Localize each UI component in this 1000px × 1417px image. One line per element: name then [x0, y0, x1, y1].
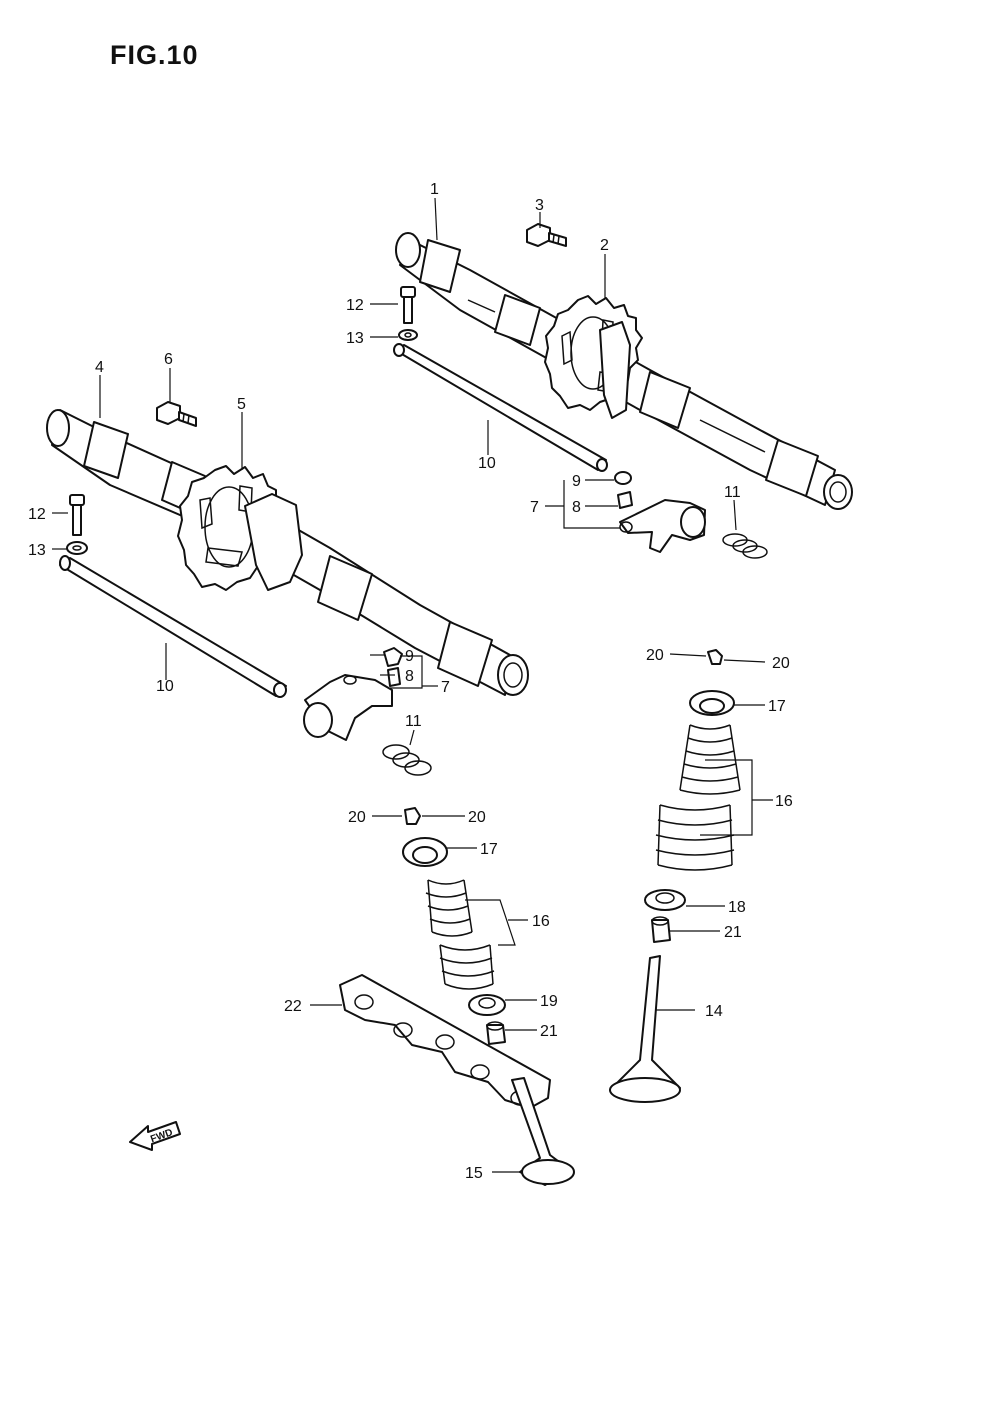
callout-4: 4 — [95, 359, 104, 376]
spring-11-lower — [382, 744, 432, 776]
rocker-shaft-upper — [393, 343, 608, 472]
cam-sprocket-lower — [177, 465, 303, 591]
valve-stem-seal-21-right — [651, 916, 671, 943]
callout-14: 14 — [705, 1003, 723, 1020]
valve-spring-seat-18 — [644, 889, 686, 911]
fwd-marker: FWD — [129, 1121, 181, 1151]
leader-lines — [52, 197, 773, 1173]
callout-20-right-b: 20 — [772, 655, 790, 672]
valve-cotter-20-left — [404, 807, 421, 825]
valve-retainer-17-right — [689, 690, 735, 716]
callout-18: 18 — [728, 899, 746, 916]
callout-20-left-a: 20 — [348, 809, 366, 826]
bolt-12-lower — [66, 494, 88, 555]
callout-7-upper: 7 — [530, 499, 539, 516]
spring-11-upper — [722, 533, 768, 559]
callout-17-right: 17 — [768, 698, 786, 715]
callout-1: 1 — [430, 181, 439, 198]
callout-labels: 1 2 3 4 5 6 7 7 8 8 9 9 10 10 11 11 12 1… — [28, 181, 793, 1182]
forward-arrow-icon — [129, 1121, 181, 1151]
callout-12-upper: 12 — [346, 297, 364, 314]
bolt-6 — [156, 401, 197, 427]
callout-11-lower: 11 — [405, 713, 422, 730]
valve-spring-seat-19 — [468, 994, 506, 1016]
callout-7-lower: 7 — [441, 679, 450, 696]
callout-13-upper: 13 — [346, 330, 364, 347]
callout-16-right: 16 — [775, 793, 793, 810]
callout-17-left: 17 — [480, 841, 498, 858]
callout-22: 22 — [284, 998, 302, 1015]
callout-11-upper: 11 — [724, 484, 741, 501]
callout-10-upper: 10 — [478, 455, 496, 472]
figure-title: FIG.10 — [110, 40, 199, 70]
valve-14 — [609, 955, 681, 1103]
callout-8-upper: 8 — [572, 499, 581, 516]
callout-19: 19 — [540, 993, 558, 1010]
rocker-arm-lower — [303, 647, 403, 741]
callout-15: 15 — [465, 1165, 483, 1182]
valve-spring-16-right — [655, 724, 741, 871]
callout-21-right: 21 — [724, 924, 742, 941]
bolt-3 — [526, 223, 567, 247]
callout-20-right-a: 20 — [646, 647, 664, 664]
callout-6: 6 — [164, 351, 173, 368]
rocker-arm-upper — [614, 471, 706, 553]
callout-12-lower: 12 — [28, 506, 46, 523]
callout-9-upper: 9 — [572, 473, 581, 490]
callout-2: 2 — [600, 237, 609, 254]
callout-8-lower: 8 — [405, 668, 414, 685]
valve-spring-16-left — [425, 879, 495, 990]
callout-3: 3 — [535, 197, 544, 214]
cam-sprocket-upper — [544, 295, 643, 419]
callout-20-left-b: 20 — [468, 809, 486, 826]
callout-21-left: 21 — [540, 1023, 558, 1040]
valve-stem-seal-21-left — [486, 1021, 506, 1045]
callout-16-left: 16 — [532, 913, 550, 930]
callout-9-lower: 9 — [405, 648, 414, 665]
valve-15 — [511, 1077, 575, 1186]
callout-10-lower: 10 — [156, 678, 174, 695]
callout-5: 5 — [237, 396, 246, 413]
valve-retainer-17-left — [402, 837, 448, 867]
valve-cotter-20-right — [707, 649, 723, 665]
rocker-shaft-lower — [59, 555, 287, 698]
callout-13-lower: 13 — [28, 542, 46, 559]
bolt-12-upper — [398, 286, 418, 341]
